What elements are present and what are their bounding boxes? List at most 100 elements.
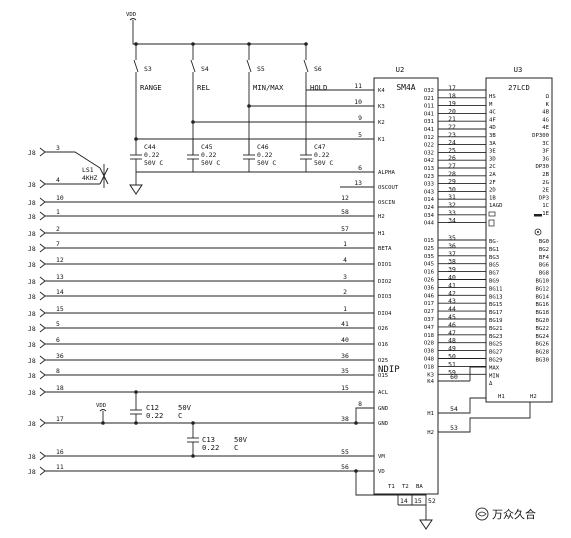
connector-arrow-icon bbox=[39, 179, 46, 189]
u2-out-label: H2 bbox=[427, 430, 434, 436]
u3-seg-label: 4C bbox=[489, 110, 496, 116]
u2-out-label: O37 bbox=[424, 317, 434, 323]
u2-out-number: 30 bbox=[448, 185, 456, 193]
u2-out-label: O38 bbox=[424, 349, 435, 355]
u3-bar-label: BG14 bbox=[536, 294, 550, 300]
u2-pin-label: O25 bbox=[378, 358, 388, 364]
u2-out-number: 38 bbox=[448, 258, 456, 266]
u3-seg-label: 2C bbox=[489, 164, 496, 170]
u2-out-label: O21 bbox=[424, 96, 434, 102]
connector-label: J8 bbox=[28, 310, 36, 318]
cap-value: 0.22 bbox=[144, 151, 160, 159]
u2-out-label: O36 bbox=[424, 285, 434, 291]
u2-pin-number: 15 bbox=[341, 384, 349, 392]
u2-out-number: 19 bbox=[448, 100, 456, 108]
u2-pin-label: OSCIN bbox=[378, 200, 395, 206]
junction-dot bbox=[247, 42, 251, 46]
j8-pin-number: 1 bbox=[56, 208, 60, 216]
junction-dot bbox=[134, 390, 138, 394]
junction-dot bbox=[134, 42, 138, 46]
u3-seg-label: 1AGD bbox=[489, 203, 503, 209]
connector-arrow-icon bbox=[39, 211, 46, 221]
u2-out-label: O26 bbox=[424, 278, 434, 284]
u2-out-number: 32 bbox=[448, 201, 456, 209]
u2-out-label: O48 bbox=[424, 357, 435, 363]
u2-pin-label: H2 bbox=[378, 214, 385, 220]
cap-voltage: 50V C bbox=[314, 159, 333, 167]
wire-vd-gnd bbox=[355, 471, 426, 496]
c12-ref: C12 bbox=[146, 403, 159, 412]
u2-out-number: 36 bbox=[448, 242, 456, 250]
connector-label: J8 bbox=[28, 213, 36, 221]
target-icon-center bbox=[537, 231, 539, 233]
u2-out-label: O31 bbox=[424, 119, 434, 125]
switch-contact-icon bbox=[246, 59, 252, 73]
cap-ref: C44 bbox=[144, 143, 156, 151]
u3-bar-label: BG13 bbox=[489, 294, 502, 300]
u3-bar-label: BG9 bbox=[489, 279, 499, 285]
u2-pin-number: 13 bbox=[354, 179, 362, 187]
u3-bar-label: BG16 bbox=[536, 302, 549, 308]
junction-dot bbox=[191, 120, 195, 124]
u3-seg-label: 3G bbox=[542, 156, 549, 162]
vdd-mid-label: VDD bbox=[96, 403, 107, 409]
connector-label: J8 bbox=[28, 199, 36, 207]
u3-bar-label: BG2 bbox=[539, 247, 549, 253]
u2-out-number: 50 bbox=[448, 353, 456, 361]
u2-out-label: O25 bbox=[424, 246, 434, 252]
u3-seg-label: 3A bbox=[489, 141, 496, 147]
cap-ref: C46 bbox=[257, 143, 269, 151]
connector-label: J8 bbox=[28, 453, 36, 461]
u2-out-label: O41 bbox=[424, 111, 434, 117]
u3-bar-label: MIN bbox=[489, 373, 499, 379]
u2-bottom-pin-number: 15 bbox=[414, 497, 422, 505]
buzzer-icon bbox=[99, 167, 109, 185]
u2-out-number: 18 bbox=[448, 92, 456, 100]
connector-arrow-icon bbox=[39, 323, 46, 333]
u2-out-label: O14 bbox=[424, 197, 435, 203]
u2-out-number: 23 bbox=[448, 131, 456, 139]
u3-bar-label: BG30 bbox=[536, 358, 549, 364]
switch-label: MIN/MAX bbox=[253, 83, 284, 92]
u2-pin-label: DIO3 bbox=[378, 294, 391, 300]
connector-label: J8 bbox=[28, 372, 36, 380]
u2-pin-label: O16 bbox=[378, 342, 388, 348]
watermark-text: 万众久合 bbox=[492, 507, 536, 521]
u2-pin-number: 35 bbox=[341, 367, 349, 375]
junction-dot bbox=[191, 421, 195, 425]
u3-bar-label: BG5 bbox=[489, 263, 499, 269]
u2-out-label: O24 bbox=[424, 205, 435, 211]
u2-pin-number: 12 bbox=[341, 194, 349, 202]
u3-seg-label: HS bbox=[489, 94, 496, 100]
j8-pin-number: 10 bbox=[56, 194, 64, 202]
u2-out-label: O43 bbox=[424, 189, 434, 195]
u3-seg-label: 2A bbox=[489, 172, 496, 178]
u2-out-number: 21 bbox=[448, 115, 456, 123]
u2-pin-number: 41 bbox=[341, 320, 349, 328]
u2-out-number: 26 bbox=[448, 154, 456, 162]
u2-out-label: O44 bbox=[424, 221, 435, 227]
junction-dot bbox=[354, 421, 358, 425]
c12-suffix: C bbox=[178, 411, 182, 420]
j8-pin-number: 2 bbox=[56, 225, 60, 233]
u2-pin-number: 10 bbox=[354, 98, 362, 106]
u2-bottom-label: T2 bbox=[402, 484, 409, 490]
u3-seg-label: 1C bbox=[542, 203, 549, 209]
j8-pin-number: 8 bbox=[56, 367, 60, 375]
j8-pin-number: 15 bbox=[56, 305, 64, 313]
u3-bar-label: BG1 bbox=[489, 247, 499, 253]
u2-out-number: 20 bbox=[448, 107, 456, 115]
u2-pin-number: 40 bbox=[341, 336, 349, 344]
u2-out-number: 54 bbox=[450, 405, 458, 413]
u2-out-number: 45 bbox=[448, 313, 456, 321]
connector-arrow-icon bbox=[39, 197, 46, 207]
connector-label: J8 bbox=[28, 420, 36, 428]
vdd-top-label: VDD bbox=[126, 12, 137, 18]
connector-arrow-icon bbox=[39, 147, 46, 157]
u3-bar-label: BG27 bbox=[489, 350, 502, 356]
j8-pin-number: 3 bbox=[56, 144, 60, 152]
u2-pin-label: BETA bbox=[378, 246, 392, 252]
u2-out-label: O34 bbox=[424, 213, 435, 219]
u2-pin-number: 6 bbox=[358, 164, 362, 172]
switch-ref: S3 bbox=[144, 65, 152, 73]
